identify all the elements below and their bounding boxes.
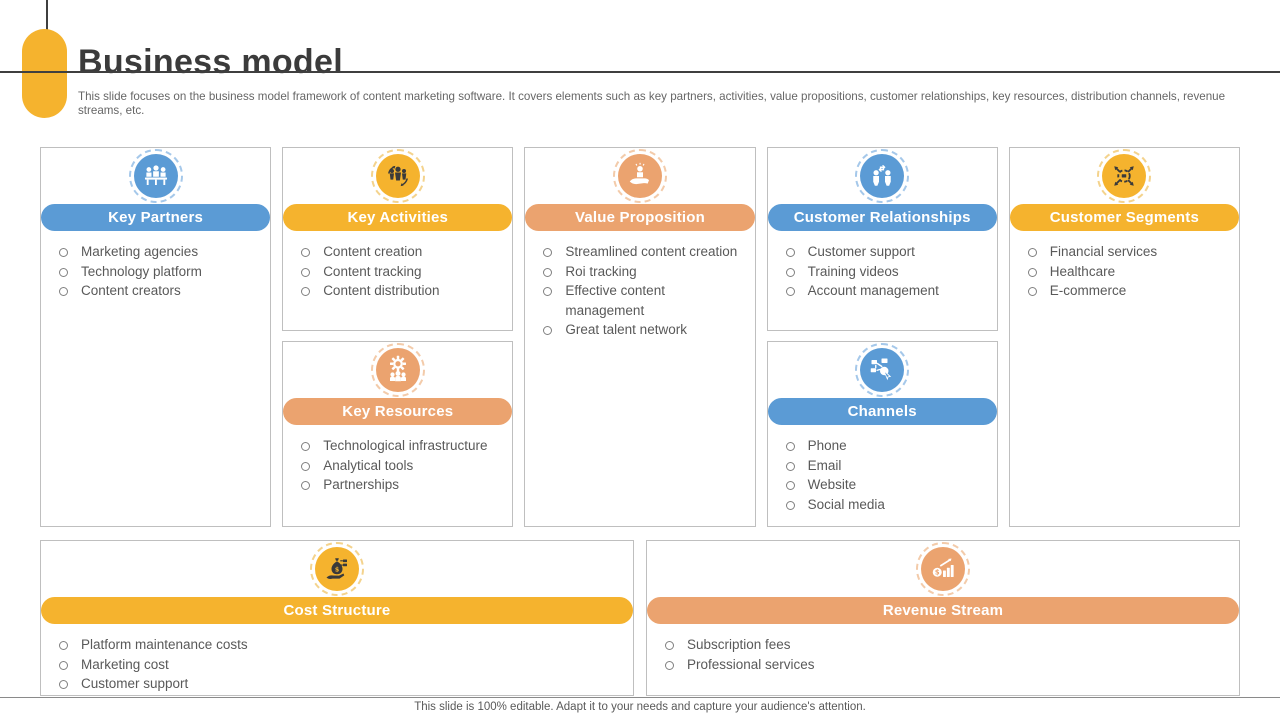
dashed-ring: $	[916, 542, 970, 596]
list-item: Account management	[781, 281, 989, 301]
footer-divider	[0, 697, 1280, 698]
list-item: Platform maintenance costs	[54, 635, 625, 655]
card-title: Channels	[767, 398, 997, 425]
card-title: Key Resources	[283, 398, 513, 425]
list-item: Training videos	[781, 262, 989, 282]
dashed-ring	[1097, 149, 1152, 203]
card-icon-area	[768, 148, 997, 203]
list-item: Roi tracking	[538, 262, 746, 282]
list-item: Effective content management	[538, 281, 746, 320]
card-title: Revenue Stream	[647, 597, 1239, 624]
people-exchange-icon	[860, 154, 905, 198]
list-item: Content tracking	[296, 262, 504, 282]
title-accent-pill	[22, 29, 67, 118]
dashed-ring: $	[310, 542, 364, 596]
list-item: Marketing cost	[54, 655, 625, 675]
card-customer-segments: Customer Segments Financial services Hea…	[1008, 147, 1240, 527]
card-icon-area	[1010, 148, 1239, 203]
list-item: Technology platform	[54, 262, 262, 282]
coin-growth-chart-icon: $	[921, 547, 965, 591]
dashed-ring	[128, 149, 183, 203]
card-title: Value Proposition	[525, 204, 755, 231]
dashed-ring	[370, 343, 425, 397]
header-vertical-line	[46, 0, 48, 31]
card-icon-area	[768, 342, 997, 397]
card-channels: Channels Phone Email Website Social medi…	[766, 341, 998, 527]
card-key-activities: Key Activities Content creation Content …	[282, 147, 514, 331]
card-key-resources: Key Resources Technological infrastructu…	[282, 341, 514, 527]
gear-people-icon	[375, 348, 420, 392]
card-title: Cost Structure	[41, 597, 633, 624]
svg-text:$: $	[935, 569, 940, 577]
money-bag-hand-icon: $	[315, 547, 359, 591]
list-item: Content creation	[296, 242, 504, 262]
list-item: Financial services	[1023, 242, 1231, 262]
list-item: Marketing agencies	[54, 242, 262, 262]
list-item: Email	[781, 456, 989, 476]
header-divider	[0, 71, 1280, 73]
card-customer-relationships: Customer Relationships Customer support …	[766, 147, 998, 331]
business-model-grid: Key Partners Marketing agencies Technolo…	[40, 147, 1240, 527]
list-item: Social media	[781, 495, 989, 515]
card-cost-structure: $ Cost Structure Platform maintenance co…	[40, 540, 634, 696]
card-items: Content creation Content tracking Conten…	[283, 242, 512, 301]
list-item: Website	[781, 475, 989, 495]
card-title: Key Activities	[283, 204, 513, 231]
card-key-partners: Key Partners Marketing agencies Technolo…	[40, 147, 272, 527]
list-item: Phone	[781, 436, 989, 456]
list-item: Healthcare	[1023, 262, 1231, 282]
card-revenue-stream: $ Revenue Stream Subscription fees Profe…	[646, 540, 1240, 696]
slide-description: This slide focuses on the business model…	[78, 89, 1226, 118]
dashed-ring	[612, 149, 667, 203]
page-title: Business model	[78, 42, 343, 81]
list-item: E-commerce	[1023, 281, 1231, 301]
card-icon-area: $	[647, 541, 1239, 596]
list-item: Content creators	[54, 281, 262, 301]
list-item: Customer support	[54, 674, 625, 694]
editable-note: This slide is 100% editable. Adapt it to…	[414, 701, 866, 713]
dashed-ring	[855, 149, 910, 203]
card-items: Customer support Training videos Account…	[768, 242, 997, 301]
card-title: Customer Relationships	[767, 204, 997, 231]
card-items: Technological infrastructure Analytical …	[283, 436, 512, 495]
card-items: Phone Email Website Social media	[768, 436, 997, 514]
card-items: Financial services Healthcare E-commerce	[1010, 242, 1239, 301]
card-icon-area	[525, 148, 754, 203]
list-item: Analytical tools	[296, 456, 504, 476]
card-icon-area	[41, 148, 270, 203]
card-items: Platform maintenance costs Marketing cos…	[41, 635, 633, 694]
list-item: Streamlined content creation	[538, 242, 746, 262]
list-item: Professional services	[660, 655, 1231, 675]
card-items: Subscription fees Professional services	[647, 635, 1239, 674]
people-sync-icon	[375, 154, 420, 198]
target-arrows-icon	[1102, 154, 1147, 198]
list-item: Subscription fees	[660, 635, 1231, 655]
dashed-ring	[855, 343, 910, 397]
card-items: Marketing agencies Technology platform C…	[41, 242, 270, 301]
list-item: Technological infrastructure	[296, 436, 504, 456]
list-item: Customer support	[781, 242, 989, 262]
list-item: Great talent network	[538, 320, 746, 340]
card-icon-area: $	[41, 541, 633, 596]
bottom-row: $ Cost Structure Platform maintenance co…	[40, 540, 1240, 696]
network-click-icon	[860, 348, 905, 392]
dashed-ring	[370, 149, 425, 203]
card-items: Streamlined content creation Roi trackin…	[525, 242, 754, 340]
card-title: Customer Segments	[1009, 204, 1239, 231]
meeting-people-icon	[133, 154, 178, 198]
card-icon-area	[283, 148, 512, 203]
card-icon-area	[283, 342, 512, 397]
svg-text:$: $	[335, 566, 339, 573]
list-item: Partnerships	[296, 475, 504, 495]
card-value-proposition: Value Proposition Streamlined content cr…	[524, 147, 756, 527]
list-item: Content distribution	[296, 281, 504, 301]
hand-person-icon	[617, 154, 662, 198]
card-title: Key Partners	[41, 204, 271, 231]
